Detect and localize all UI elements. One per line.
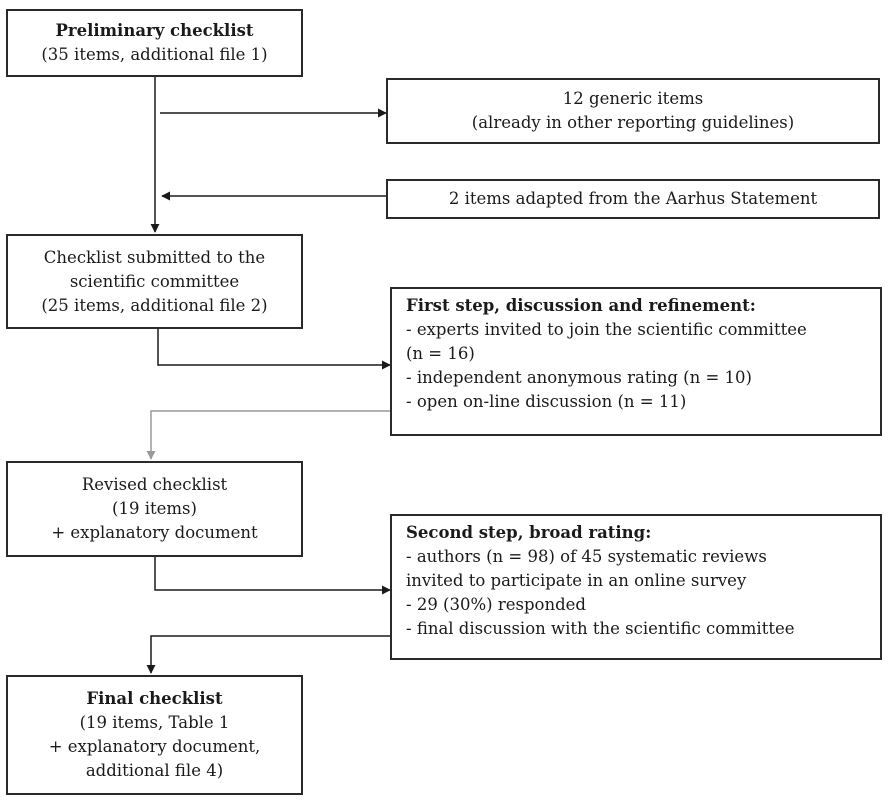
preliminary-checklist-box: Preliminary checklist (35 items, additio…: [6, 9, 303, 77]
second-step-line: invited to participate in an online surv…: [406, 571, 747, 590]
final-checklist-title: Final checklist: [86, 689, 223, 708]
second-step-line: - final discussion with the scientific c…: [406, 619, 795, 638]
submitted-checklist-line: scientific committee: [69, 271, 240, 291]
submitted-checklist-line: (25 items, additional file 2): [41, 295, 268, 315]
first-step-line: - independent anonymous rating (n = 10): [406, 368, 752, 387]
second-step-line: - authors (n = 98) of 45 systematic revi…: [406, 547, 767, 566]
first-step-title: First step, discussion and refinement:: [406, 296, 756, 315]
revised-checklist-line: Revised checklist: [81, 475, 228, 494]
aarhus-items-box: 2 items adapted from the Aarhus Statemen…: [386, 179, 880, 219]
generic-items-line: (already in other reporting guidelines): [471, 113, 795, 132]
arrow-submitted-to-first-step: [157, 329, 391, 370]
final-checklist-box: Final checklist (19 items, Table 1 + exp…: [6, 675, 303, 795]
first-step-line: - experts invited to join the scientific…: [406, 320, 807, 339]
preliminary-checklist-line: (35 items, additional file 1): [41, 45, 268, 64]
second-step-line: - 29 (30%) responded: [406, 595, 586, 614]
aarhus-items-line: 2 items adapted from the Aarhus Statemen…: [448, 189, 818, 208]
arrow-second-step-to-final: [146, 635, 390, 674]
generic-items-line: 12 generic items: [562, 89, 704, 108]
arrow-revised-to-second-step: [154, 557, 391, 595]
revised-checklist-line: (19 items): [112, 499, 197, 518]
second-step-title: Second step, broad rating:: [406, 523, 652, 542]
generic-items-box: 12 generic items (already in other repor…: [386, 78, 880, 144]
preliminary-checklist-title: Preliminary checklist: [55, 21, 254, 40]
revised-checklist-box: Revised checklist (19 items) + explanato…: [6, 461, 303, 557]
submitted-checklist-line: Checklist submitted to the: [43, 247, 266, 267]
second-step-box: Second step, broad rating: - authors (n …: [390, 514, 882, 660]
submitted-checklist-box: Checklist submitted to the scientific co…: [6, 234, 303, 329]
final-checklist-line: (19 items, Table 1: [79, 713, 230, 732]
revised-checklist-line: + explanatory document: [51, 523, 258, 542]
first-step-line: - open on-line discussion (n = 11): [406, 392, 687, 411]
first-step-box: First step, discussion and refinement: -…: [390, 287, 882, 436]
first-step-line: (n = 16): [406, 344, 475, 363]
final-checklist-line: + explanatory document,: [48, 737, 261, 756]
arrow-first-step-to-revised: [146, 410, 390, 460]
final-checklist-line: additional file 4): [85, 761, 224, 780]
